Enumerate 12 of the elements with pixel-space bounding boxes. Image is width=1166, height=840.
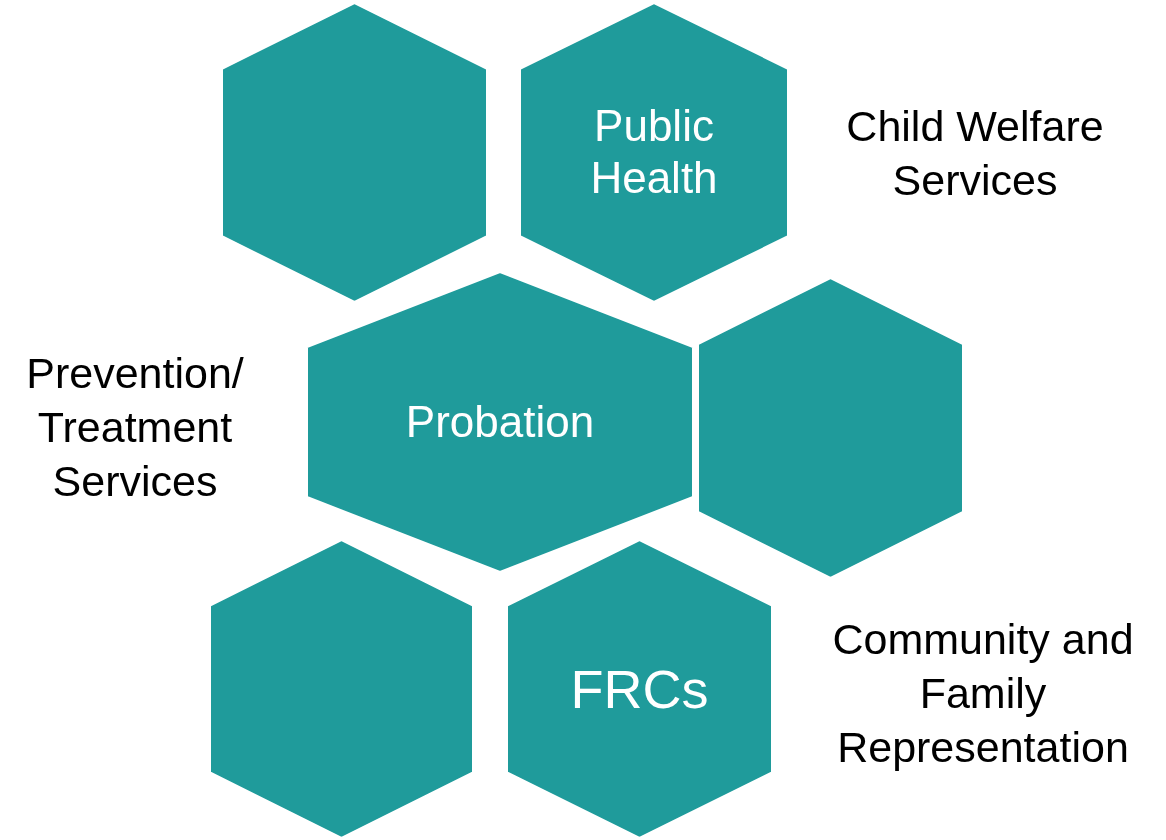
hexagon-shape [210,540,473,838]
hexagon-shape [307,272,693,572]
hexagon-label: Probation [404,395,596,448]
service-label: Child Welfare Services [845,101,1105,206]
hexagon-shape [222,3,487,302]
hexagon-label: Public Health [589,99,719,205]
hexagon-shape [698,278,963,578]
hexagon-shape [520,3,788,302]
service-label: Community and Family Representation [831,614,1135,773]
hexagon-shape [507,540,772,838]
service-label: Prevention/ Treatment Services [25,348,245,507]
hexagon-label: FRCs [569,657,710,721]
